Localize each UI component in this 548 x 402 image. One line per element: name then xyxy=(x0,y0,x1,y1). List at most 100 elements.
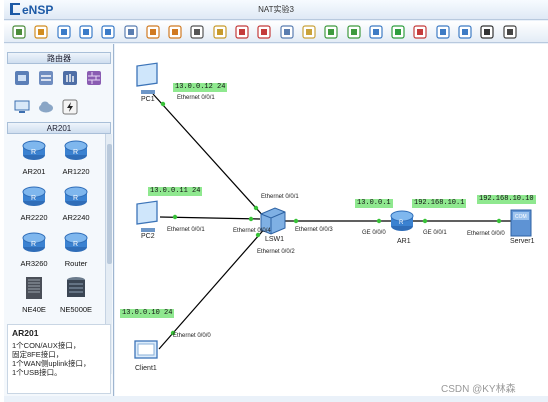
palette-icon[interactable] xyxy=(302,25,316,39)
switch-category-icon[interactable] xyxy=(38,70,54,86)
port-dot xyxy=(293,218,299,224)
port-dot xyxy=(248,216,254,222)
router-icon: R xyxy=(64,232,88,252)
ip-tag-client1: 13.0.0.10 24 xyxy=(120,309,175,318)
node-label-server1[interactable]: Server1 xyxy=(510,238,535,245)
device-label: AR201 xyxy=(22,167,46,176)
console-icon[interactable] xyxy=(480,25,494,39)
port-label: Ethernet 0/0/4 xyxy=(233,228,271,234)
port-label: Ethernet 0/0/1 xyxy=(177,95,215,101)
delete-link-icon[interactable] xyxy=(257,25,271,39)
pc-category-icon[interactable] xyxy=(14,99,30,115)
router-icon: R xyxy=(22,232,46,252)
hand-pan-icon[interactable] xyxy=(213,25,227,39)
device-label: Router xyxy=(64,259,88,268)
router-icon: R xyxy=(22,186,46,206)
link-client1-lsw1 xyxy=(158,225,268,350)
device-ne40e[interactable]: NE40E xyxy=(14,276,54,318)
svg-text:R: R xyxy=(31,241,36,248)
svg-text:R: R xyxy=(73,149,78,156)
port-label: GE 0/0/1 xyxy=(423,230,447,236)
power-category-icon[interactable] xyxy=(62,99,78,115)
device-ar201[interactable]: R AR201 xyxy=(14,138,54,180)
port-dot xyxy=(253,205,259,211)
ip-tag-ar1-ge001: 192.168.10.1 xyxy=(412,199,467,208)
port-dot xyxy=(496,218,502,224)
device-ne5000e[interactable]: NE5000E xyxy=(56,276,96,318)
open-icon[interactable] xyxy=(34,25,48,39)
zoom-out-icon[interactable] xyxy=(346,25,361,39)
ip-tag-ar1-ge000: 13.0.0.1 xyxy=(355,199,393,208)
save-icon[interactable] xyxy=(79,25,93,39)
port-label: Ethernet 0/0/0 xyxy=(467,231,505,237)
ip-tag-pc1: 13.0.0.12 24 xyxy=(173,83,228,92)
watermark: CSDN @KY林森 xyxy=(441,384,516,395)
router-icon: R xyxy=(22,140,46,160)
link-pc1-lsw1 xyxy=(152,93,266,219)
device-group-header: AR201 xyxy=(7,122,111,134)
select-icon[interactable] xyxy=(190,25,204,39)
ip-tag-pc2: 13.0.0.11 24 xyxy=(148,187,203,196)
device-ar2240[interactable]: R AR2240 xyxy=(56,184,96,226)
node-label-client1[interactable]: Client1 xyxy=(135,365,157,372)
capture-icon[interactable] xyxy=(436,25,450,39)
ip-tag-server1: 192.168.10.10 xyxy=(477,195,536,204)
port-dot xyxy=(160,101,166,107)
device-router[interactable]: R Router xyxy=(56,230,96,272)
pc2-node xyxy=(136,200,158,232)
cloud-category-icon[interactable] xyxy=(38,99,54,115)
node-label-pc1[interactable]: PC1 xyxy=(141,96,155,103)
svg-text:R: R xyxy=(31,195,36,202)
text-icon[interactable] xyxy=(279,25,294,39)
fit-window-icon[interactable] xyxy=(369,25,383,39)
new-topology-icon[interactable] xyxy=(12,25,26,39)
router-category-icon[interactable] xyxy=(14,70,30,86)
port-label: Ethernet 0/0/1 xyxy=(167,227,205,233)
stop-device-icon[interactable] xyxy=(413,25,427,39)
svg-text:R: R xyxy=(31,149,36,156)
settings-icon[interactable] xyxy=(502,25,517,39)
save-template-icon[interactable] xyxy=(56,25,71,39)
scroll-thumb[interactable] xyxy=(107,144,112,264)
node-label-ar1[interactable]: AR1 xyxy=(397,238,411,245)
node-label-lsw1[interactable]: LSW1 xyxy=(265,236,285,243)
port-dot xyxy=(376,218,382,224)
router-icon: R xyxy=(64,140,88,160)
port-label: Ethernet 0/0/0 xyxy=(173,333,211,339)
undo-icon[interactable] xyxy=(146,25,160,39)
device-ar3260[interactable]: R AR3260 xyxy=(14,230,54,272)
topology-links: R COM xyxy=(134,62,532,359)
port-dot xyxy=(255,232,261,238)
svg-text:R: R xyxy=(399,220,404,226)
device-label: AR2240 xyxy=(62,213,90,222)
wlan-category-icon[interactable] xyxy=(62,70,78,86)
device-scrollbar[interactable] xyxy=(105,134,112,374)
port-label: GE 0/0/0 xyxy=(362,230,386,236)
device-ar2220[interactable]: R AR2220 xyxy=(14,184,54,226)
port-dot xyxy=(422,218,428,224)
topology-canvas[interactable]: R COM 13.0.0.12 24 13.0.0.11 24 13.0.0.1… xyxy=(115,44,548,396)
ensp-logo: eNSP xyxy=(10,3,53,17)
svg-text:COM: COM xyxy=(515,214,527,220)
firewall-category-icon[interactable] xyxy=(86,70,102,86)
device-label: AR2220 xyxy=(20,213,48,222)
lsw1-node xyxy=(260,207,286,235)
zoom-in-icon[interactable] xyxy=(324,25,338,39)
device-label: AR3260 xyxy=(20,259,48,268)
delete-icon[interactable] xyxy=(235,25,249,39)
description-line: 固定8FE接口， xyxy=(12,350,64,359)
svg-text:R: R xyxy=(73,195,78,202)
ar1-node: R xyxy=(390,210,414,231)
description-line: 1个CON/AUX接口， xyxy=(12,341,81,350)
toolbar xyxy=(4,21,548,43)
save-as-icon[interactable] xyxy=(101,25,115,39)
redo-icon[interactable] xyxy=(168,25,182,39)
description-title: AR201 xyxy=(12,328,39,338)
start-device-icon[interactable] xyxy=(391,25,405,39)
topology-icon[interactable] xyxy=(458,25,472,39)
node-label-pc2[interactable]: PC2 xyxy=(141,233,155,240)
print-icon[interactable] xyxy=(123,25,138,39)
